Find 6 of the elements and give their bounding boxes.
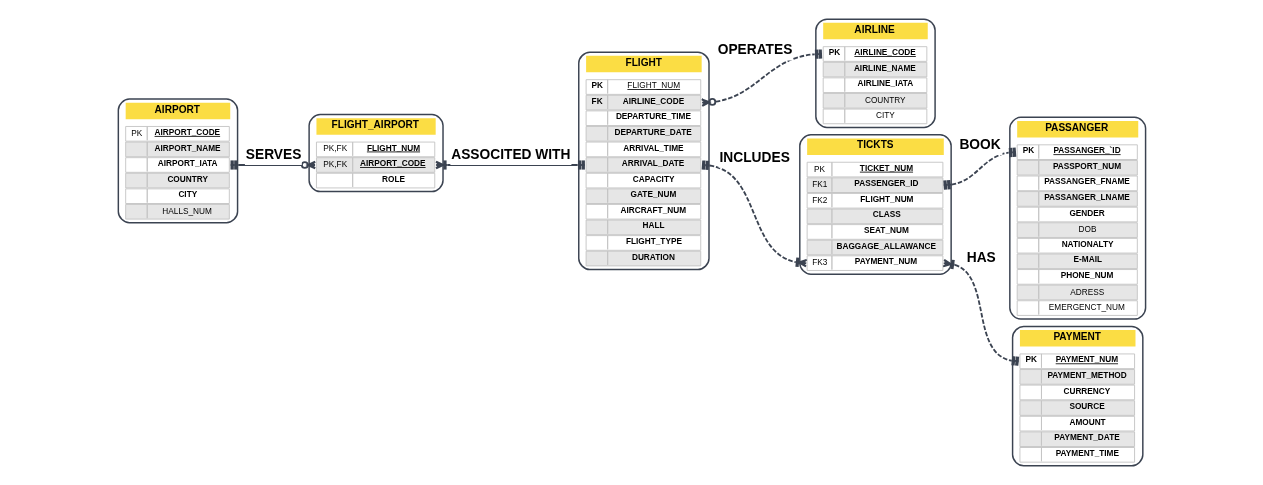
edge-label: BOOK (959, 136, 1001, 152)
edge-label: ASSOCITED WITH (451, 147, 571, 163)
edge-label: OPERATES (717, 42, 793, 58)
edge-label: INCLUDES (719, 149, 790, 165)
edge-label: HAS (966, 249, 996, 265)
edge-label: SERVES (245, 147, 302, 163)
